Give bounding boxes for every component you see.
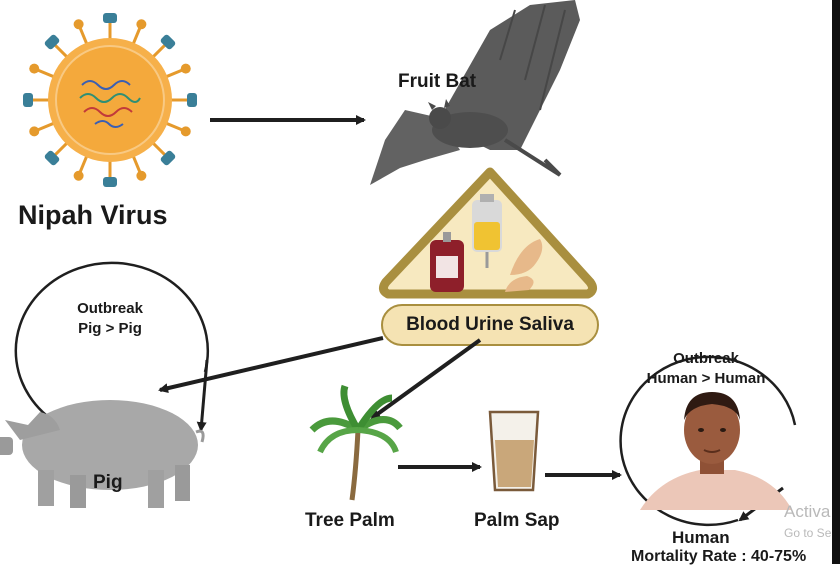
palm-sap-label: Palm Sap	[474, 510, 560, 531]
fluids-label-pill	[381, 304, 599, 346]
activation-watermark-title: Activa	[784, 502, 831, 521]
window-edge	[832, 0, 840, 564]
virus-spike	[44, 150, 60, 166]
virus-spike	[103, 177, 117, 187]
virus-spike	[23, 93, 33, 107]
tree-palm-label: Tree Palm	[305, 510, 395, 531]
virus-spike	[136, 19, 147, 30]
virus-spike	[29, 126, 40, 137]
virus-spike	[187, 93, 197, 107]
virus-spike	[103, 13, 117, 23]
virus-spike	[160, 34, 176, 50]
human-label: Human	[672, 528, 730, 547]
virus-icon	[23, 13, 197, 187]
arrow-fluids-to-pig	[158, 336, 384, 394]
fluids-label: Blood Urine Saliva	[406, 314, 574, 335]
pig-cycle-arrowhead	[196, 359, 209, 432]
tree-palm-icon	[309, 384, 403, 501]
arrow-fluids-to-tree	[370, 338, 482, 420]
pig-cycle-line1: Outbreak	[77, 300, 143, 317]
virus-spike	[73, 19, 84, 30]
human-cycle-loop	[619, 355, 797, 527]
pig-label: Pig	[93, 472, 123, 493]
activation-watermark-subtitle: Go to Se	[784, 526, 832, 540]
virus-spike	[180, 63, 191, 74]
virus-spike	[44, 34, 60, 50]
virus-label: Nipah Virus	[18, 200, 168, 230]
saliva-glands-icon	[505, 239, 543, 292]
fruit-bat-icon	[370, 0, 580, 185]
mortality-rate-label: Mortality Rate : 40-75%	[631, 548, 807, 565]
pig-icon	[0, 400, 205, 508]
virus-spike	[136, 170, 147, 181]
palm-sap-glass-icon	[488, 410, 540, 492]
virus-spike	[73, 170, 84, 181]
virus-spike	[180, 126, 191, 137]
human-icon	[640, 392, 792, 510]
virus-spike	[29, 63, 40, 74]
human-cycle-line1: Outbreak	[673, 350, 739, 367]
bat-label: Fruit Bat	[398, 71, 477, 92]
urine-bag-icon	[472, 194, 502, 268]
virus-spike	[160, 150, 176, 166]
blood-bag-icon	[430, 232, 464, 292]
human-cycle-line2: Human > Human	[646, 370, 766, 387]
pig-cycle-line2: Pig > Pig	[78, 320, 142, 337]
